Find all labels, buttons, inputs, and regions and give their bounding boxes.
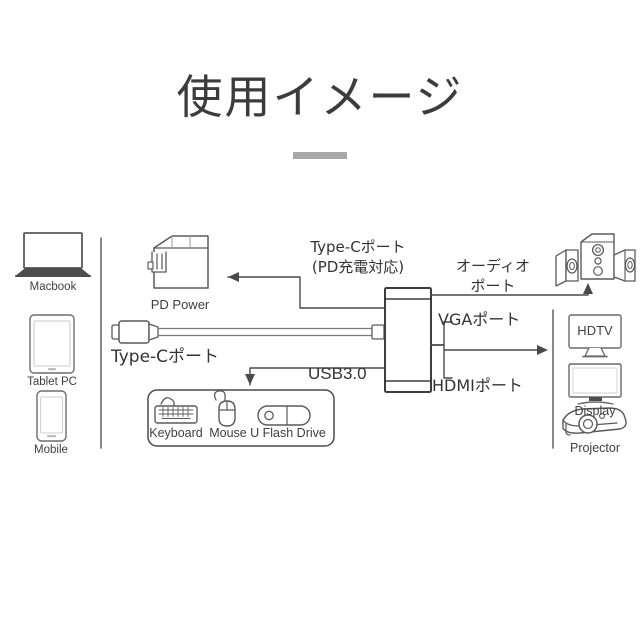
page-title: 使用イメージ [176,70,464,124]
title-divider [293,152,347,159]
usb-device-label-mouse: Mouse [209,426,247,440]
port-label-audio-line2: ポート [470,276,516,295]
arrow-type-c-to-power [227,272,386,309]
port-label-type-c-line2: (PD充電対応) [311,257,405,276]
arrow-usb3-to-devices [245,367,386,386]
device-label-mobile: Mobile [34,444,68,456]
projector-icon [562,407,627,436]
tablet-icon [29,314,75,374]
keyboard-icon [154,397,198,424]
port-label-audio: オーディオ ポート [456,257,530,296]
port-label-audio-line1: オーディオ [456,257,530,275]
arrow-audio-to-speakers [430,283,593,296]
tv-icon [568,314,622,358]
port-label-type-c: Type-Cポート (PD充電対応) [310,238,405,277]
smartphone-icon [36,390,67,442]
port-label-hdmi: HDMIポート [432,376,523,395]
monitor-icon [568,363,622,405]
mouse-icon [213,390,236,427]
usb-flash-drive-icon [257,405,311,426]
power-adapter-icon [147,235,209,289]
port-label-vga: VGAポート [438,310,521,329]
port-label-type-c-line1: Type-Cポート [310,238,406,256]
power-adapter-label: PD Power [150,297,210,312]
speakers-icon [555,233,636,287]
device-label-projector: Projector [569,441,621,455]
arrow-video-to-displays [430,321,548,379]
usb-devices-box [147,389,335,447]
usb-c-cable [157,324,385,340]
usb-device-label-keyboard: Keyboard [149,426,203,440]
usb-c-connector-icon [111,320,159,344]
laptop-icon [15,232,91,277]
hub-icon [384,287,432,393]
device-label-display: Display [574,404,616,418]
port-label-usb3: USB3.0 [308,364,367,383]
cable-type-c-label: Type-Cポート [111,347,220,367]
device-label-hdtv: HDTV [577,323,613,338]
device-label-macbook: Macbook [29,281,77,293]
device-label-tablet: Tablet PC [27,376,77,388]
usb-device-label-uflash: U Flash Drive [250,426,326,440]
